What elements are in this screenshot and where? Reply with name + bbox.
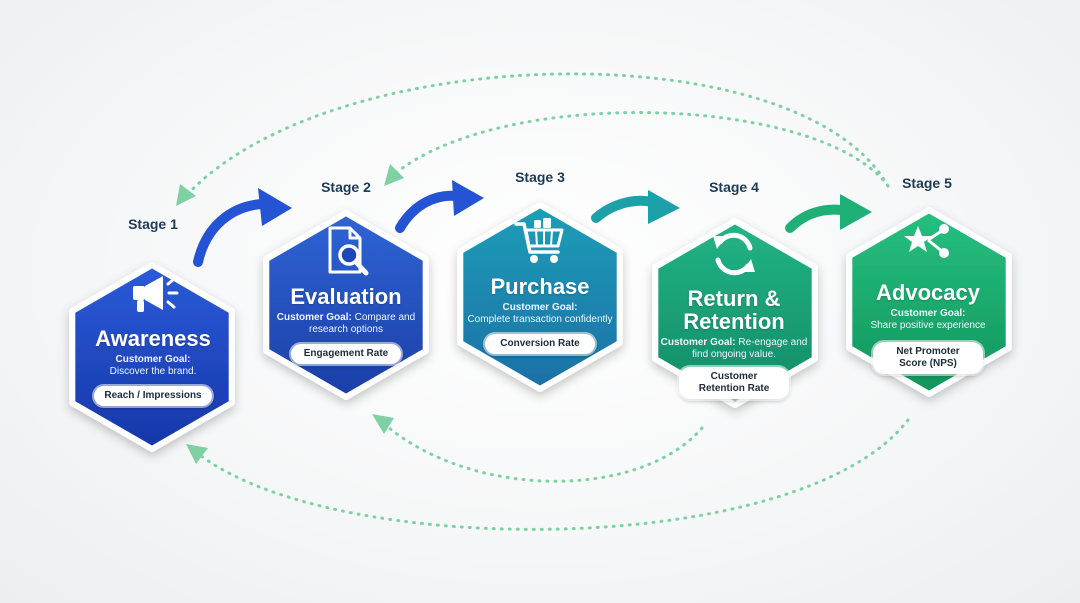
forward-arrow-4-to-5 [785, 204, 847, 233]
stage-4-title-line-2: Retention [683, 309, 785, 334]
stage-1-goal-text: Discover the brand. [109, 366, 197, 377]
stage-4-metric-line-2: Retention Rate [698, 383, 770, 394]
stage-3-metric-badge: Conversion Rate [485, 334, 595, 354]
stage-3-goal-label: Customer Goal: [502, 302, 578, 313]
stage-1-goal: Customer Goal: Discover the brand. [79, 354, 227, 378]
megaphone-icon [133, 276, 179, 312]
stage-4-label: Stage 4 [709, 179, 759, 195]
stage-5-goal-label: Customer Goal: [890, 308, 966, 319]
feedback-loop-advocacy-to-awareness-bottom [194, 418, 910, 531]
forward-arrowhead-2-to-3 [452, 180, 484, 216]
feedback-loop-arrowheads-top [176, 164, 404, 206]
stage-2-metric-badge: Engagement Rate [291, 344, 401, 364]
forward-arrowhead-1-to-2 [258, 188, 292, 226]
forward-arrow-2-to-3 [395, 190, 461, 233]
stage-5-goal-text: Share positive experience [870, 320, 986, 331]
stage-3-title: Purchase [490, 274, 590, 299]
feedback-loop-retention-to-evaluation [380, 420, 704, 483]
stage-4-title-line-1: Return & [687, 286, 781, 311]
stage-5-metric-line-2: Score (NPS) [899, 358, 957, 369]
stage-5-label: Stage 5 [902, 175, 952, 191]
stage-2-goal: Customer Goal: Compare and research opti… [272, 312, 420, 336]
stage-4-card: Return & Retention Customer Goal: Re-eng… [649, 224, 819, 464]
stage-4-goal: Customer Goal: Re-engage and find ongoin… [660, 337, 808, 361]
stage-1-label: Stage 1 [128, 216, 178, 232]
feedback-arrowhead-awareness-bottom [186, 444, 208, 464]
stage-3-goal-text: Complete transaction confidently [467, 314, 613, 325]
feedback-loops-top [184, 72, 890, 198]
feedback-loops-bottom [194, 418, 910, 531]
stage-5-metric-line-1: Net Promoter [896, 346, 960, 357]
stage-5-metric-badge: Net Promoter Score (NPS) [873, 342, 983, 374]
star-share-icon [904, 224, 949, 258]
feedback-arrowhead-awareness [176, 184, 196, 206]
stage-2-card: Evaluation Customer Goal: Compare and re… [261, 222, 431, 462]
stage-3-goal: Customer Goal: Complete transaction conf… [466, 302, 614, 326]
forward-arrowhead-4-to-5 [840, 194, 872, 230]
refresh-cycle-icon [713, 232, 755, 276]
document-magnifier-icon [328, 226, 369, 276]
stage-2-goal-text: Compare and research options [309, 312, 416, 335]
stage-5-card: Advocacy Customer Goal: Share positive e… [843, 218, 1013, 458]
stage-3-card: Purchase Customer Goal: Complete transac… [455, 212, 625, 452]
stage-2-label: Stage 2 [321, 179, 371, 195]
feedback-arrowhead-evaluation [384, 164, 404, 186]
feedback-loop-advocacy-to-awareness [184, 72, 890, 198]
stage-4-metric-line-1: Customer [710, 371, 758, 382]
stage-4-goal-label: Customer Goal: [660, 337, 736, 348]
stage-1-title: Awareness [95, 326, 211, 351]
stage-2-title: Evaluation [290, 284, 402, 309]
stage-1-card: Awareness Customer Goal: Discover the br… [68, 264, 238, 504]
forward-arrows [193, 180, 872, 267]
stage-4-goal-text: Re-engage and find ongoing value. [692, 337, 808, 360]
stage-4-title: Return & Retention [683, 287, 784, 333]
stage-3-label: Stage 3 [515, 169, 565, 185]
stage-1-goal-label: Customer Goal: [115, 354, 191, 365]
feedback-loop-advocacy-to-evaluation [390, 111, 890, 188]
stage-4-hexagon [652, 218, 818, 408]
forward-arrowhead-3-to-4 [648, 190, 680, 224]
shopping-cart-icon [514, 218, 564, 263]
stage-1-metric-badge: Reach / Impressions [94, 386, 212, 406]
feedback-arrowhead-evaluation-bottom [372, 414, 394, 434]
forward-arrow-1-to-2 [193, 199, 267, 267]
feedback-loop-arrowheads-bottom [186, 414, 394, 464]
stage-5-title: Advocacy [876, 280, 980, 305]
stage-2-goal-label: Customer Goal: [276, 312, 352, 323]
stage-5-goal: Customer Goal: Share positive experience [854, 308, 1002, 332]
forward-arrow-3-to-4 [591, 195, 657, 223]
stage-4-metric-badge: Customer Retention Rate [679, 367, 789, 399]
